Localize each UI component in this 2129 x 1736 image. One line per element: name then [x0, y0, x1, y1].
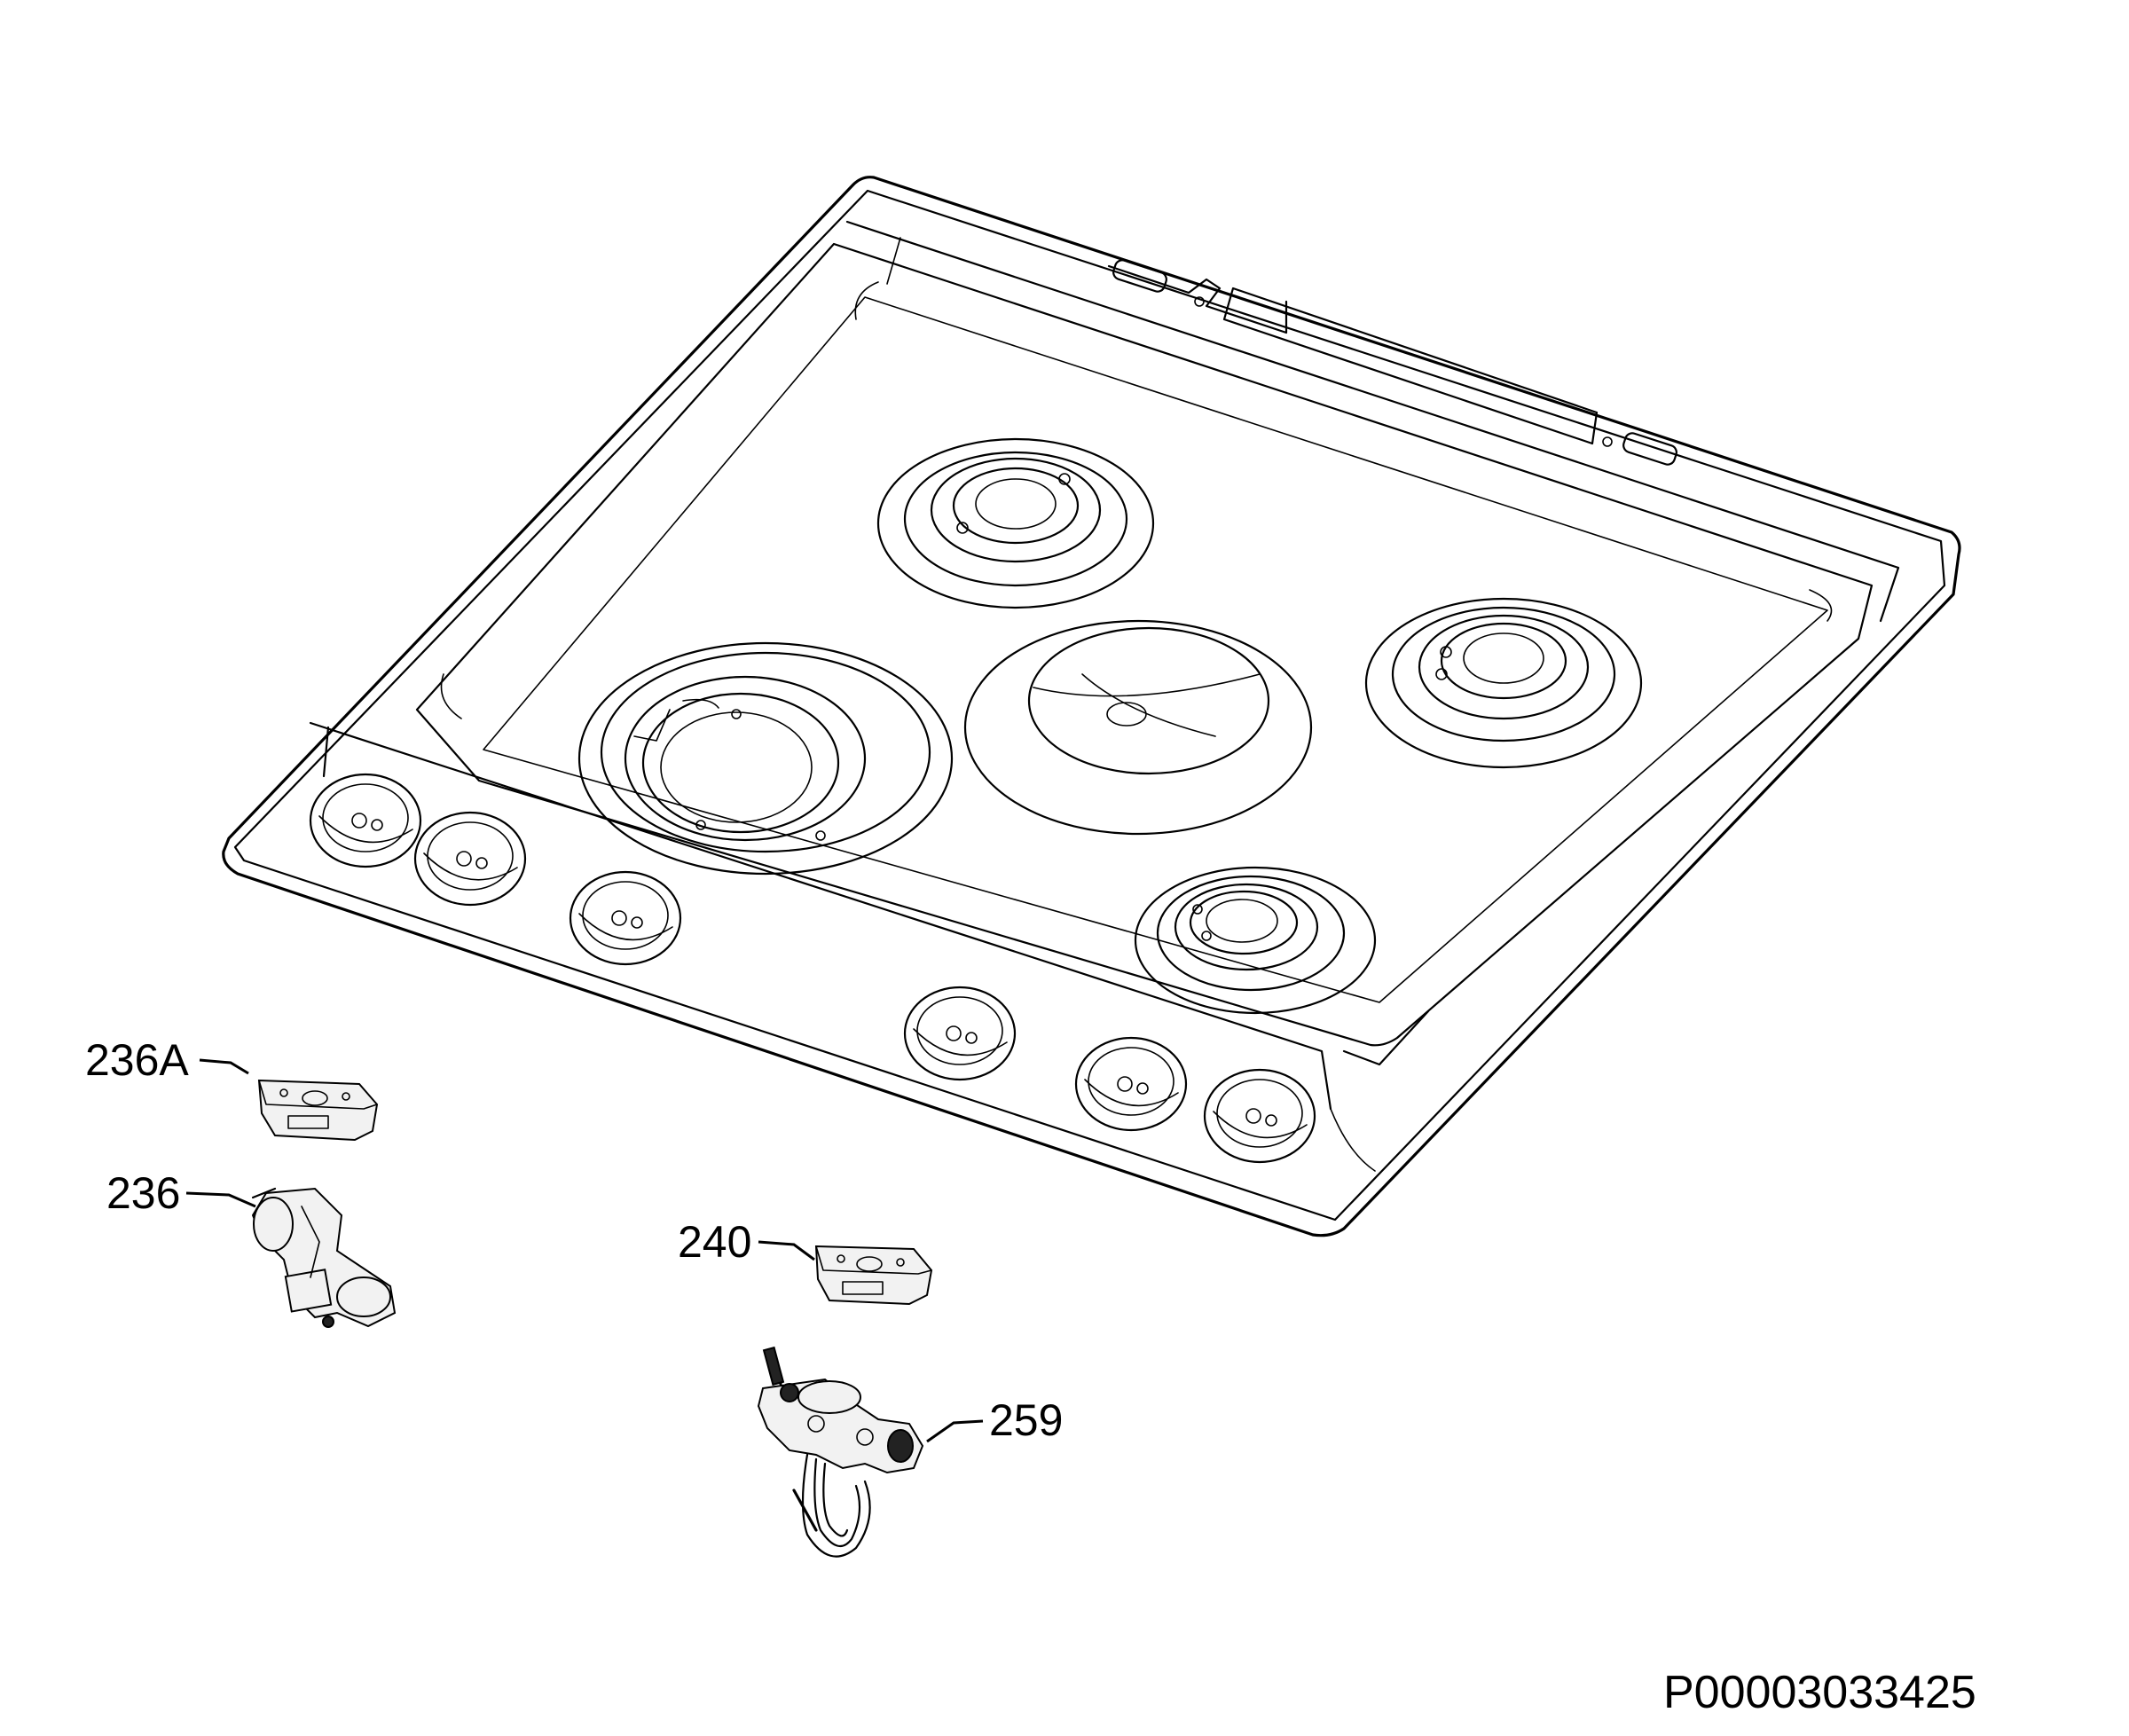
thermostat-valve-259: [757, 1346, 924, 1558]
burner-right: [1364, 597, 1643, 769]
burner-front-left-large: [577, 641, 954, 876]
burner-rear-left: [876, 437, 1155, 609]
knob-bezel-240: [814, 1245, 933, 1306]
drawing-number: P00003033425: [1663, 1667, 1976, 1718]
knob-socket-4: [903, 986, 1017, 1081]
burner-front-right: [1134, 866, 1377, 1015]
knob-bezel-236a: [257, 1079, 379, 1142]
knob-socket-5: [1074, 1036, 1188, 1132]
callout-259: 259: [989, 1395, 1063, 1445]
knob-socket-6: [1203, 1068, 1316, 1164]
callout-240: 240: [678, 1217, 751, 1267]
knob-socket-2: [413, 811, 527, 907]
gas-valve-236: [251, 1187, 397, 1328]
knob-socket-1: [309, 773, 422, 868]
burner-center-hotplate: [963, 619, 1313, 836]
leader-lines: [185, 1058, 984, 1443]
knob-socket-3: [569, 870, 682, 966]
callout-236a: 236A: [85, 1035, 189, 1085]
callout-236: 236: [106, 1168, 180, 1218]
cooktop-panel: [222, 176, 1961, 1237]
